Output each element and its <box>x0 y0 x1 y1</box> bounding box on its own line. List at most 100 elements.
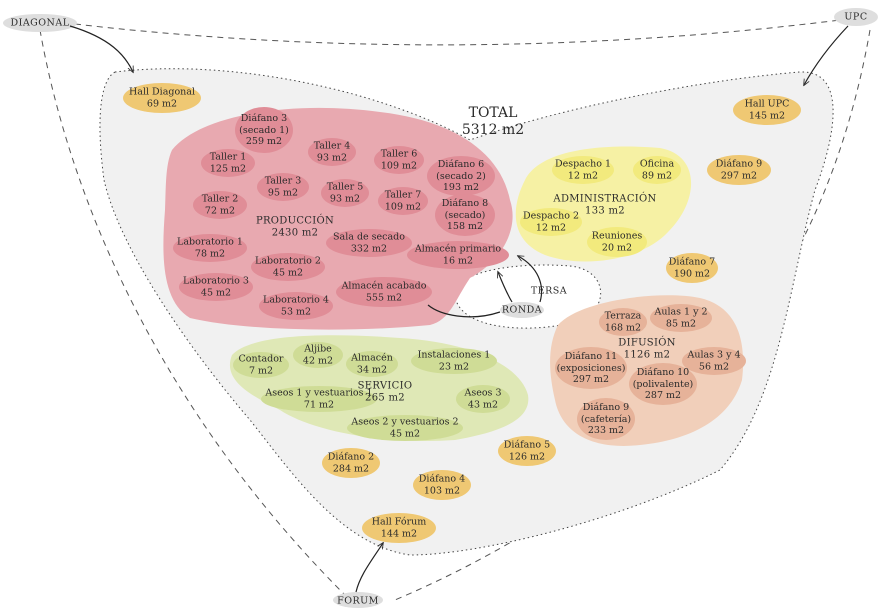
room-laboratorio-3-bubble <box>179 273 253 301</box>
connector-ronda-tersa <box>498 272 513 303</box>
room-area: 12 m2 <box>567 170 599 181</box>
room-area: 16 m2 <box>442 255 474 266</box>
room-name: Aulas 3 y 4 <box>687 349 741 361</box>
room-area: 259 m2 <box>245 135 283 147</box>
room-area: 297 m2 <box>720 170 758 181</box>
room-area: 190 m2 <box>673 268 711 279</box>
room-diafano-8-secado-label: Diáfano 8 (secado)158 m2 <box>442 198 488 233</box>
connector-forum-hall <box>355 543 383 593</box>
room-name: Diáfano 9 (cafetería) <box>580 401 632 425</box>
room-name: Taller 1 <box>209 151 247 163</box>
entrance-upc-node <box>834 8 878 26</box>
room-name: Diáfano 4 <box>418 473 466 485</box>
room-diafano-6-secado-2-bubble <box>427 156 495 196</box>
room-name: Aseos 2 y vestuarios 2 <box>351 416 459 428</box>
room-area: 45 m2 <box>389 428 421 439</box>
entrance-forum-label: FORUM <box>337 595 379 607</box>
room-aljibe-bubble <box>293 342 343 368</box>
room-area: 144 m2 <box>380 528 418 539</box>
room-name: Diáfano 11 (exposiciones) <box>556 350 626 374</box>
room-area: 168 m2 <box>604 322 642 333</box>
room-bubbles <box>123 83 801 543</box>
room-area: 7 m2 <box>248 365 274 376</box>
room-diafano-9-cafeteria-bubble <box>577 398 635 440</box>
room-area: 78 m2 <box>194 248 226 259</box>
connector-ronda-almacen-primario <box>518 256 543 303</box>
room-taller-5-bubble <box>321 179 369 207</box>
room-name: Hall UPC <box>744 98 790 110</box>
room-name: Sala de secado <box>333 231 405 243</box>
room-name: Diáfano 8 (secado) <box>441 197 489 221</box>
room-taller-3-bubble <box>257 173 309 201</box>
room-name: Diáfano 2 <box>327 451 375 463</box>
room-name: Diáfano 9 <box>715 158 763 170</box>
room-area: 23 m2 <box>438 361 470 372</box>
room-area: 233 m2 <box>587 424 625 436</box>
entrance-upc-label: UPC <box>844 11 868 23</box>
room-name: Almacén primario <box>414 243 502 255</box>
room-laboratorio-2-bubble <box>251 253 325 281</box>
room-area: 34 m2 <box>356 364 388 375</box>
room-area: 555 m2 <box>365 292 403 303</box>
room-area: 42 m2 <box>302 355 334 366</box>
total-name: TOTAL <box>468 105 518 121</box>
room-area: 332 m2 <box>350 243 388 254</box>
tersa-area <box>454 264 602 329</box>
room-oficina-bubble <box>633 156 681 184</box>
room-area: 71 m2 <box>303 399 335 410</box>
entrance-ronda-label: RONDA <box>501 304 543 316</box>
room-diafano-3-secado-1-label: Diáfano 3 (secado 1)259 m2 <box>239 113 289 148</box>
entrance-diagonal-node <box>3 14 77 32</box>
room-area: 72 m2 <box>204 205 236 216</box>
room-despacho-2-bubble <box>520 208 582 236</box>
room-name: Laboratorio 4 <box>263 294 329 306</box>
room-name: Diáfano 7 <box>668 256 716 268</box>
room-name: Hall Diagonal <box>129 86 195 98</box>
access-line-diagonal-upc <box>74 19 841 46</box>
room-diafano-9-cafeteria-label: Diáfano 9 (cafetería)233 m2 <box>581 402 631 437</box>
room-area: 45 m2 <box>200 287 232 298</box>
room-area: 93 m2 <box>329 193 361 204</box>
room-area: 95 m2 <box>267 187 299 198</box>
room-name: Oficina <box>639 158 675 170</box>
room-area: 43 m2 <box>467 399 499 410</box>
room-taller-2-bubble <box>193 191 247 219</box>
room-name: Aljibe <box>304 343 332 355</box>
room-almacen-primario-bubble <box>407 241 509 269</box>
room-name: Taller 3 <box>264 175 302 187</box>
room-almacen-acabado-bubble <box>336 277 432 307</box>
room-aseos-3-bubble <box>456 385 510 413</box>
room-diafano-2-bubble <box>322 448 380 478</box>
room-name: Contador <box>238 353 284 365</box>
room-area: 126 m2 <box>508 451 546 462</box>
room-area: 69 m2 <box>146 98 178 109</box>
room-area: 89 m2 <box>641 170 673 181</box>
room-area: 109 m2 <box>380 160 418 171</box>
room-area: 103 m2 <box>423 485 461 496</box>
room-name: Diáfano 6 (secado 2) <box>436 158 486 182</box>
room-area: 287 m2 <box>644 389 682 401</box>
room-area: 125 m2 <box>209 163 247 174</box>
room-name: Taller 5 <box>326 181 364 193</box>
room-name: Laboratorio 3 <box>183 275 249 287</box>
room-diafano-8-secado-bubble <box>435 194 495 236</box>
room-diafano-6-secado-2-label: Diáfano 6 (secado 2)193 m2 <box>436 159 486 194</box>
room-name: Almacén <box>351 352 393 364</box>
room-name: Laboratorio 1 <box>177 236 243 248</box>
